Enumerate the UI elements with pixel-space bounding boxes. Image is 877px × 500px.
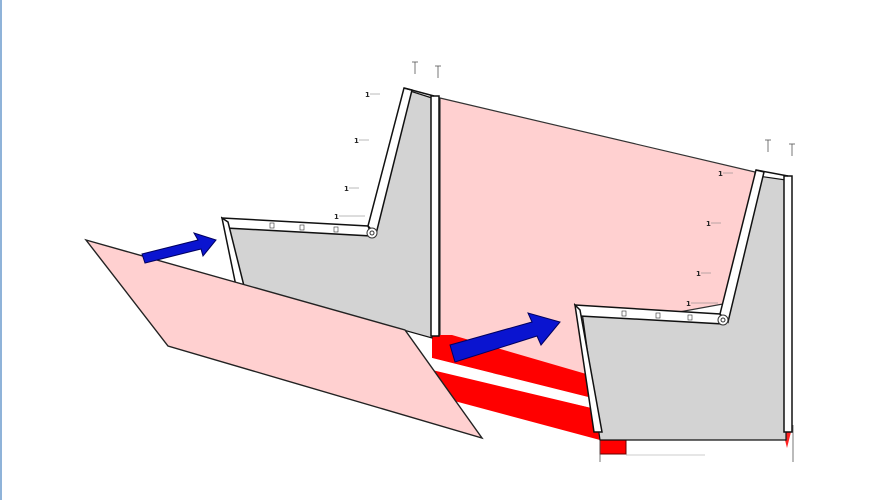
svg-text:1: 1 (365, 91, 370, 99)
hinge-pin (366, 227, 729, 326)
left-wall-section: 1 1 1 1 (220, 61, 441, 339)
svg-text:1: 1 (706, 220, 711, 228)
svg-text:1: 1 (344, 185, 349, 193)
svg-text:1: 1 (718, 170, 723, 178)
svg-text:1: 1 (686, 300, 691, 308)
right-wall-section: 1 1 1 1 (573, 139, 795, 441)
motion-arrow-right (449, 312, 561, 363)
motion-arrow-left (141, 232, 217, 264)
svg-text:1: 1 (696, 270, 701, 278)
svg-text:1: 1 (354, 137, 359, 145)
svg-text:1: 1 (334, 213, 339, 221)
window-edge (0, 0, 2, 500)
rotating-panel (84, 238, 484, 440)
